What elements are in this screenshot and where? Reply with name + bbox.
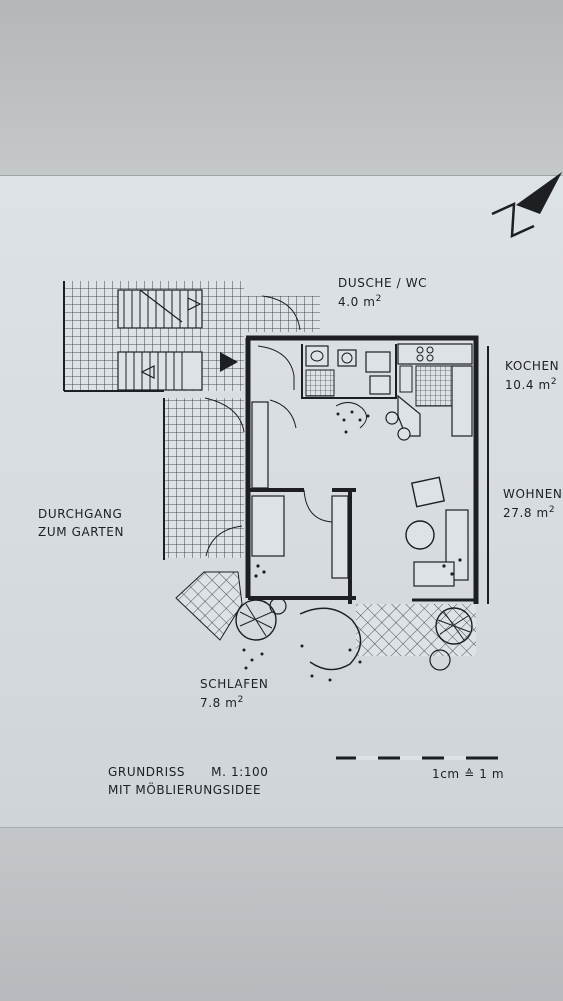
background-bottom [0, 827, 563, 1001]
caption-title: GRUNDRISS [108, 765, 186, 779]
room-label-wohnen: WOHNEN 27.8 m2 [503, 486, 562, 521]
area-unit-exponent: 2 [375, 294, 382, 304]
caption-scale: M. 1:100 [211, 765, 269, 779]
plan-caption: GRUNDRISS M. 1:100 MIT MÖBLIERUNGSIDEE [108, 764, 269, 798]
upper-wall-segment [244, 295, 320, 332]
background-top [0, 0, 563, 175]
passage-line-2: ZUM GARTEN [38, 525, 125, 539]
garden-plants [235, 597, 473, 682]
room-label-kochen: KOCHEN 10.4 m2 [505, 358, 559, 393]
garden-passage-area [163, 397, 245, 560]
caption-subtitle: MIT MÖBLIERUNGSIDEE [108, 783, 262, 797]
room-name: SCHLAFEN [200, 677, 269, 691]
room-area: 27.8 m [503, 506, 549, 520]
scale-bar-label: 1cm ≙ 1 m [432, 767, 505, 781]
living-room-furniture [251, 401, 469, 587]
area-unit-exponent: 2 [237, 695, 244, 705]
room-area: 10.4 m [505, 378, 551, 392]
room-name: DUSCHE / WC [338, 276, 428, 290]
room-label-schlafen: SCHLAFEN 7.8 m2 [200, 676, 268, 711]
area-unit-exponent: 2 [550, 377, 558, 387]
passage-label: DURCHGANG ZUM GARTEN [38, 506, 124, 540]
room-name: WOHNEN [503, 487, 563, 501]
apartment-walls [245, 335, 489, 604]
bathroom-fixtures [305, 345, 391, 397]
area-unit-exponent: 2 [548, 505, 556, 515]
terrace-area [175, 571, 476, 656]
room-area: 7.8 m [200, 696, 238, 710]
north-arrow-icon [491, 172, 562, 238]
kitchen-furniture [335, 343, 473, 441]
staircase-area [63, 281, 244, 392]
scale-bar [336, 756, 498, 760]
room-area: 4.0 m [338, 295, 376, 309]
passage-line-1: DURCHGANG [38, 507, 123, 521]
room-label-dusche: DUSCHE / WC 4.0 m2 [338, 275, 427, 310]
room-name: KOCHEN [505, 359, 560, 373]
